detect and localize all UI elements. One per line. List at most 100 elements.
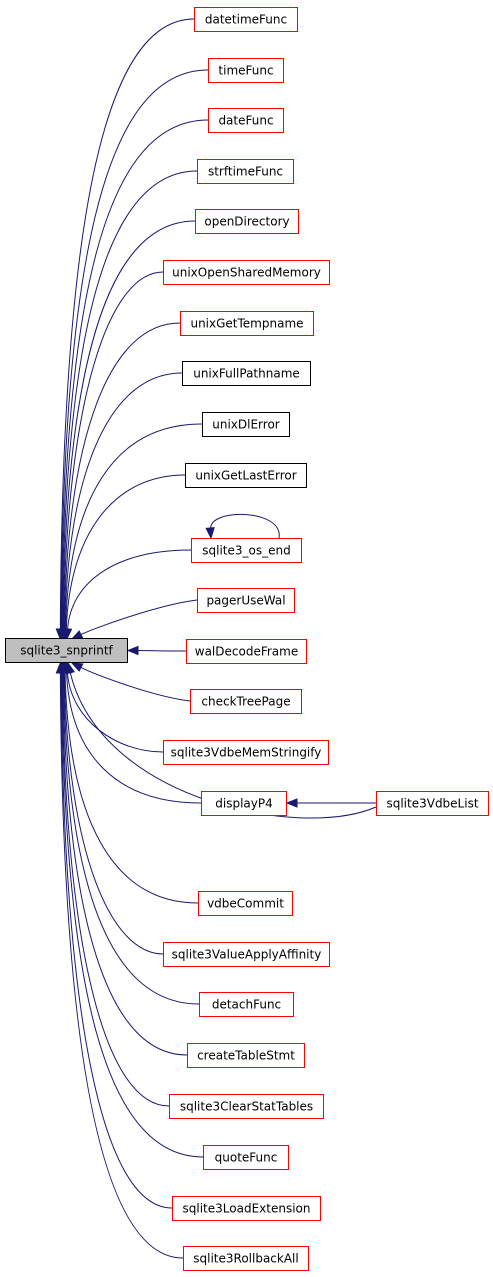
node-open-directory[interactable]: openDirectory xyxy=(195,209,299,234)
node-label: detachFunc xyxy=(212,998,281,1012)
node-label: quoteFunc xyxy=(215,1151,278,1165)
node-box xyxy=(194,7,298,32)
node-box xyxy=(203,1145,289,1170)
node-create-table-stmt[interactable]: createTableStmt xyxy=(187,1043,305,1068)
node-box xyxy=(182,361,311,386)
edge-datetimeFunc xyxy=(59,18,195,631)
node-unix-dl-error[interactable]: unixDlError xyxy=(202,412,290,437)
node-sqlite3-snprintf[interactable]: sqlite3_snprintf xyxy=(5,638,128,663)
edge-sqlite3LoadExtension xyxy=(60,671,173,1209)
node-unix-open-shared-memory[interactable]: unixOpenSharedMemory xyxy=(163,260,330,285)
node-label: sqlite3VdbeList xyxy=(386,797,478,811)
node-label: displayP4 xyxy=(215,797,272,811)
node-box xyxy=(197,159,294,184)
edge-unixFullPathname xyxy=(64,372,183,631)
arrowhead-sqlite3RollbackAll xyxy=(55,661,66,674)
node-box xyxy=(5,638,128,663)
node-label: datetimeFunc xyxy=(205,13,287,27)
edge-unixGetLastError xyxy=(65,474,186,631)
node-label: timeFunc xyxy=(218,64,273,78)
node-box xyxy=(376,791,489,816)
edge-strftimeFunc xyxy=(61,170,198,631)
node-box xyxy=(201,791,287,816)
edge-walDecodeFrame xyxy=(136,650,187,652)
node-box xyxy=(208,108,284,133)
node-sqlite3-rollback-all[interactable]: sqlite3RollbackAll xyxy=(183,1246,309,1271)
node-wal-decode-frame[interactable]: walDecodeFrame xyxy=(186,639,307,664)
node-label: dateFunc xyxy=(218,114,273,128)
arrowhead-pagerUseWal xyxy=(70,630,84,640)
edge-checkTreePage xyxy=(79,666,191,702)
node-label: openDirectory xyxy=(204,215,289,229)
node-box xyxy=(202,412,290,437)
node-box xyxy=(163,942,330,967)
arrowhead-sqlite3-os-end-self xyxy=(205,527,215,540)
node-unix-full-pathname[interactable]: unixFullPathname xyxy=(182,361,311,386)
edge-pagerUseWal xyxy=(79,599,198,636)
node-box xyxy=(197,588,295,613)
edge-unixOpenSharedMemory xyxy=(63,271,164,631)
node-label: unixFullPathname xyxy=(193,367,300,381)
node-label: vdbeCommit xyxy=(207,897,284,911)
node-detach-func[interactable]: detachFunc xyxy=(199,992,294,1017)
arrowhead-checkTreePage xyxy=(70,662,84,672)
node-display-p4[interactable]: displayP4 xyxy=(201,791,287,816)
node-label: unixOpenSharedMemory xyxy=(172,266,321,280)
edge-quoteFunc xyxy=(61,671,204,1158)
node-strftime-func[interactable]: strftimeFunc xyxy=(197,159,294,184)
arrowhead-sqlite3VdbeList-root xyxy=(65,661,76,675)
node-sqlite3-value-apply-affinity[interactable]: sqlite3ValueApplyAffinity xyxy=(163,942,330,967)
arrowhead-sqlite3VdbeList-displayP4 xyxy=(285,798,298,808)
node-quote-func[interactable]: quoteFunc xyxy=(203,1145,289,1170)
edge-displayP4 xyxy=(66,671,202,804)
edge-createTableStmt xyxy=(62,671,188,1056)
node-unix-get-tempname[interactable]: unixGetTempname xyxy=(180,311,314,336)
node-box xyxy=(199,992,294,1017)
edge-sqlite3ValueApplyAffinity xyxy=(63,671,164,955)
node-label: pagerUseWal xyxy=(206,594,285,608)
node-box xyxy=(172,1196,321,1221)
node-label: checkTreePage xyxy=(201,695,290,709)
node-label: unixDlError xyxy=(212,418,280,432)
node-label: sqlite3ClearStatTables xyxy=(180,1100,313,1114)
node-sqlite3-vdbe-list[interactable]: sqlite3VdbeList xyxy=(376,791,489,816)
node-box xyxy=(208,58,284,83)
edge-sqlite3ClearStatTables xyxy=(61,671,170,1107)
node-box xyxy=(163,740,329,765)
node-unix-get-last-error[interactable]: unixGetLastError xyxy=(185,463,307,488)
node-box xyxy=(180,311,314,336)
node-sqlite3-vdbe-mem-stringify[interactable]: sqlite3VdbeMemStringify xyxy=(163,740,329,765)
node-date-func[interactable]: dateFunc xyxy=(208,108,284,133)
edge-sqlite3-os-end-self xyxy=(210,514,280,539)
arrowhead-sqlite3_os_end xyxy=(62,628,73,641)
node-box xyxy=(163,260,330,285)
node-label: sqlite3RollbackAll xyxy=(193,1252,298,1266)
edge-sqlite3RollbackAll xyxy=(59,671,184,1259)
graph-nodes: sqlite3_snprintf datetimeFunc timeFunc date… xyxy=(5,7,489,1271)
node-label: sqlite3_snprintf xyxy=(20,644,113,658)
edge-sqlite3_os_end xyxy=(66,549,192,631)
node-label: sqlite3ValueApplyAffinity xyxy=(172,948,322,962)
node-sqlite3-os-end[interactable]: sqlite3_os_end xyxy=(191,538,302,563)
node-box xyxy=(187,1043,305,1068)
node-sqlite3-clear-stat-tables[interactable]: sqlite3ClearStatTables xyxy=(169,1094,324,1119)
node-box xyxy=(186,639,307,664)
edge-detachFunc xyxy=(63,671,200,1005)
node-pager-use-wal[interactable]: pagerUseWal xyxy=(197,588,295,613)
node-box xyxy=(183,1246,309,1271)
node-box xyxy=(190,689,302,714)
node-label: createTableStmt xyxy=(197,1049,295,1063)
node-time-func[interactable]: timeFunc xyxy=(208,58,284,83)
call-edges xyxy=(55,18,377,1259)
node-label: sqlite3LoadExtension xyxy=(183,1202,311,1216)
arrowhead-walDecodeFrame xyxy=(126,645,139,656)
node-box xyxy=(195,209,299,234)
edge-unixDlError xyxy=(65,423,203,631)
node-datetime-func[interactable]: datetimeFunc xyxy=(194,7,298,32)
node-check-tree-page[interactable]: checkTreePage xyxy=(190,689,302,714)
node-sqlite3-load-extension[interactable]: sqlite3LoadExtension xyxy=(172,1196,321,1221)
node-box xyxy=(198,891,293,916)
node-vdbe-commit[interactable]: vdbeCommit xyxy=(198,891,293,916)
edge-sqlite3VdbeMemStringify xyxy=(66,671,164,753)
